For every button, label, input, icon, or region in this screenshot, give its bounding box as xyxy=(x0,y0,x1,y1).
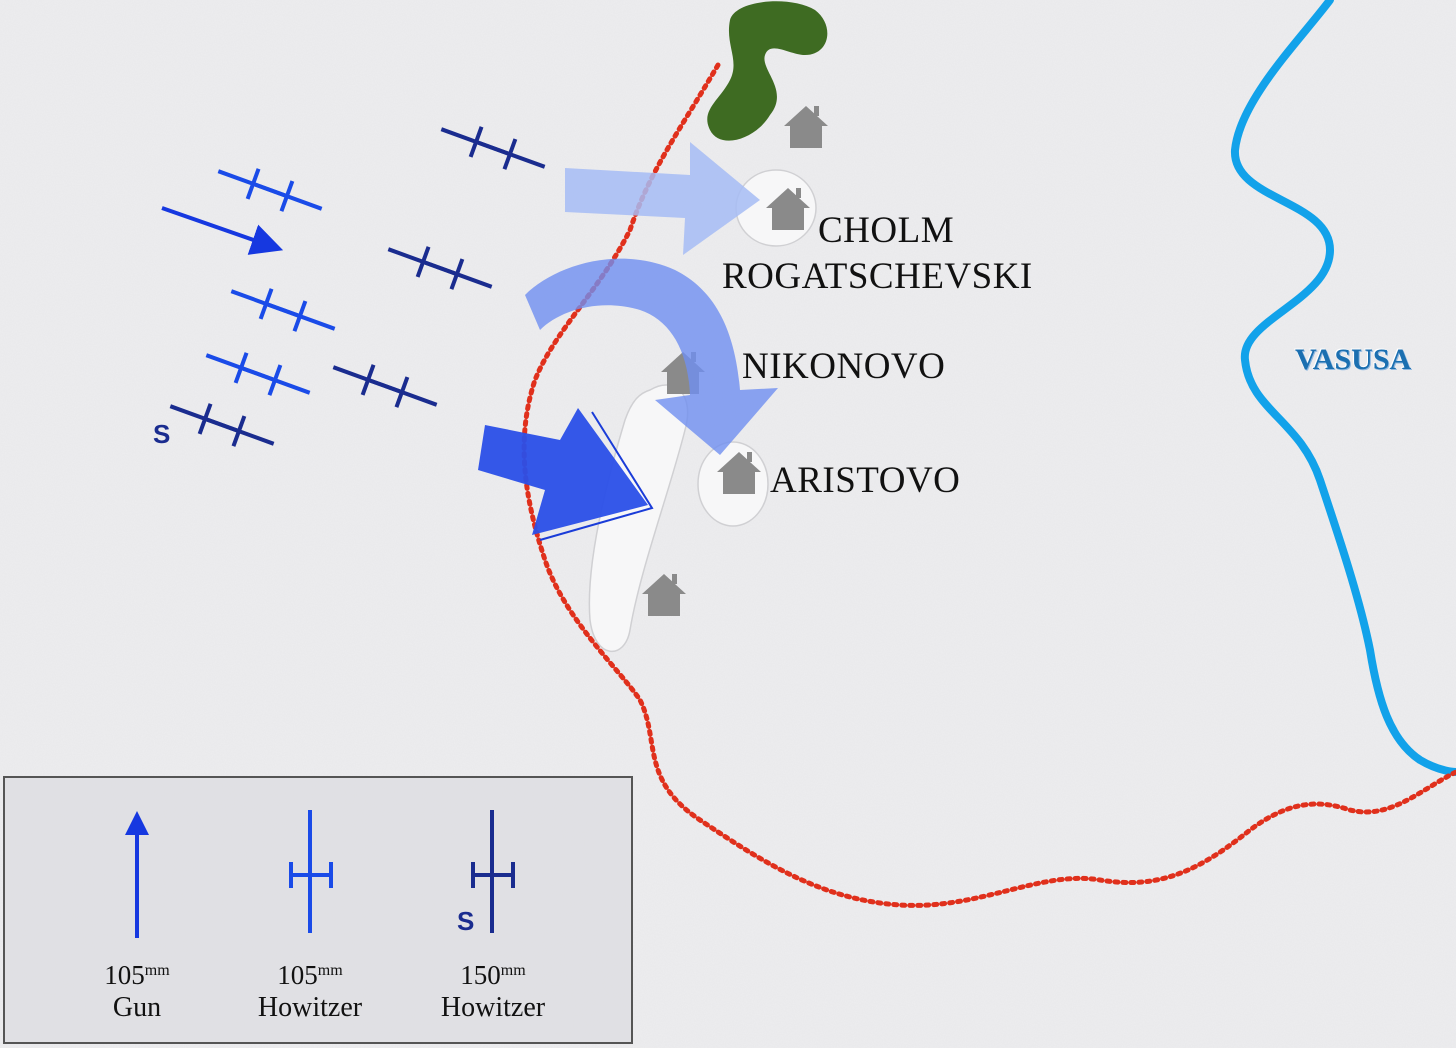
vasusa-river xyxy=(1230,0,1456,776)
label-vasusa: VASUSA xyxy=(1295,343,1412,376)
attack-arrow-strong xyxy=(478,408,648,535)
attack-arrow-light xyxy=(565,142,760,255)
front-line xyxy=(521,62,1456,908)
legend-item-howitzer-150: 150mm Howitzer xyxy=(440,960,546,1023)
label-rogatschevski: ROGATSCHEVSKI xyxy=(722,256,1033,297)
legend-symbols: S xyxy=(125,810,515,938)
howitzer-105-icon xyxy=(289,810,333,933)
s-marker: S xyxy=(457,906,474,936)
s-marker: S xyxy=(153,419,170,449)
label-nikonovo: NIKONOVO xyxy=(742,346,946,387)
nikonovo-area xyxy=(588,384,689,653)
label-cholm: CHOLM xyxy=(818,210,955,251)
attack-arrow-outline xyxy=(539,411,654,541)
legend-item-gun: 105mm Gun xyxy=(104,960,170,1023)
attack-arrow-curved xyxy=(525,258,778,455)
gun-arrow-icon xyxy=(161,206,284,255)
label-aristovo: ARISTOVO xyxy=(770,460,961,501)
legend-item-howitzer-105: 105mm Howitzer xyxy=(257,960,363,1023)
legend: S 105mm Gun 105mm Howitzer 150mm Howitze… xyxy=(3,776,633,1044)
forest-icon xyxy=(707,1,828,141)
howitzer-150-icon xyxy=(471,810,515,933)
